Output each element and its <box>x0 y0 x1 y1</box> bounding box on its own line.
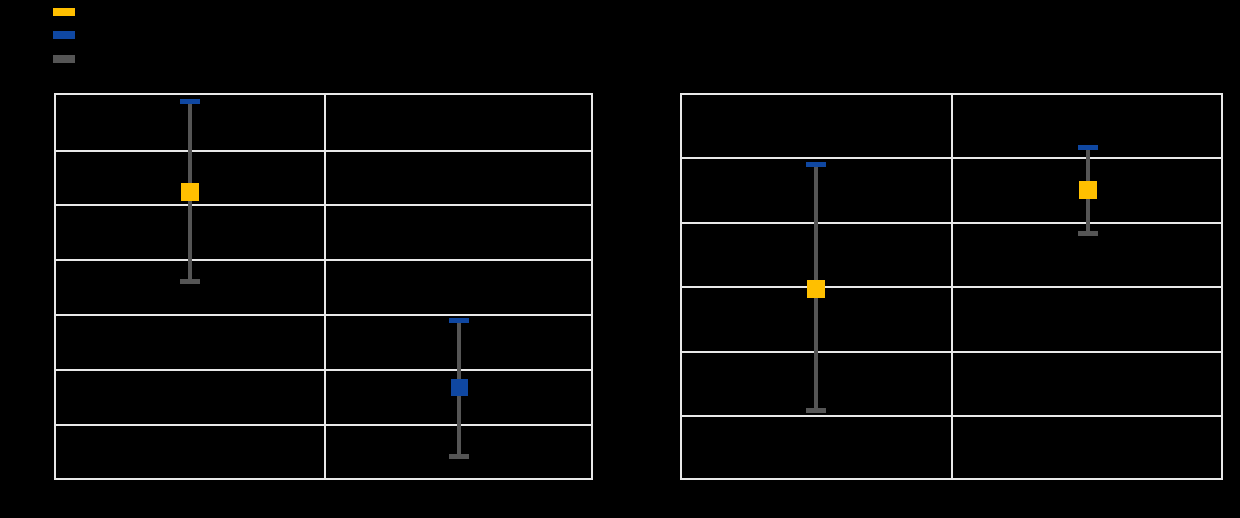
left-panel-row-line-2 <box>56 204 591 206</box>
marker-right-col1-point <box>807 280 825 298</box>
left-panel-row-line-5 <box>56 369 591 371</box>
right-panel-grid <box>680 93 1223 480</box>
legend-swatch-gray-icon <box>53 55 75 63</box>
marker-left-col2-lower-cap <box>449 454 469 459</box>
left-panel-column-divider <box>324 95 326 478</box>
left-panel-row-line-1 <box>56 150 591 152</box>
legend-swatch-blue-icon <box>53 31 75 39</box>
marker-right-col2-lower-cap <box>1078 231 1098 236</box>
left-panel-row-line-4 <box>56 314 591 316</box>
marker-left-col1-lower-cap <box>180 279 200 284</box>
legend-swatch-orange-icon <box>53 8 75 16</box>
right-panel-column-divider <box>951 95 953 478</box>
legend-item-0[interactable] <box>53 5 83 19</box>
marker-left-col1-upper-cap <box>180 99 200 104</box>
chart-legend <box>0 0 300 80</box>
left-panel-grid <box>54 93 593 480</box>
legend-item-2[interactable] <box>53 52 83 66</box>
marker-right-col1-upper-cap <box>806 162 826 167</box>
marker-right-col1-lower-cap <box>806 408 826 413</box>
marker-right-col2-point <box>1079 181 1097 199</box>
left-panel-row-line-6 <box>56 424 591 426</box>
marker-left-col2-upper-cap <box>449 318 469 323</box>
marker-left-col2-point <box>451 379 468 396</box>
marker-right-col2-upper-cap <box>1078 145 1098 150</box>
legend-item-1[interactable] <box>53 28 83 42</box>
marker-left-col1-point <box>181 183 199 201</box>
left-panel-row-line-3 <box>56 259 591 261</box>
